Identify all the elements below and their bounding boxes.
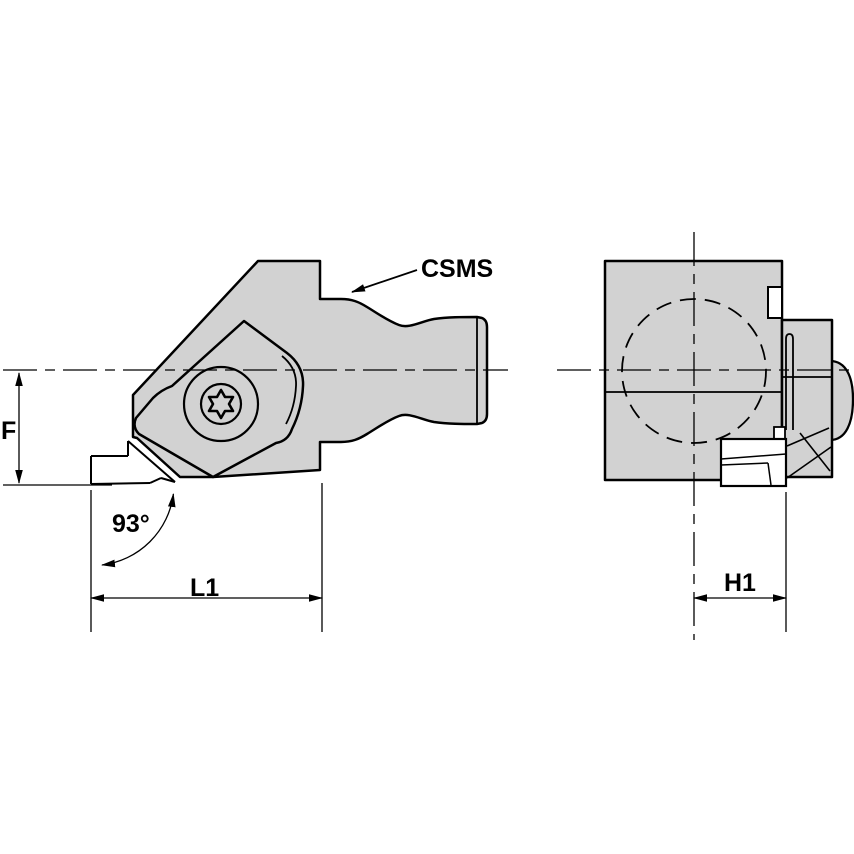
- label-dim-l1: L1: [190, 574, 219, 602]
- clamp-block-side: [780, 318, 834, 479]
- csms-leader-line: [351, 269, 418, 293]
- clamp-screw-dome: [828, 359, 854, 442]
- side-view: [603, 259, 854, 488]
- clamp-inner-contour: [281, 355, 297, 425]
- edge-slot: [767, 286, 783, 319]
- clamp-tab: [773, 426, 786, 440]
- insert-clamp: [133, 319, 305, 479]
- dimensions: [3, 269, 787, 632]
- dim-angle-arc: [101, 493, 176, 568]
- clamp-seat-lines: [786, 427, 832, 479]
- screw-head-circle: [199, 382, 243, 426]
- screw-counterbore-circle: [182, 365, 260, 443]
- insert-end-lines: [720, 453, 787, 486]
- label-csms: CSMS: [421, 255, 493, 283]
- insert-end-view: [719, 437, 788, 488]
- insert-pocket-edges: [90, 440, 176, 485]
- labels: CSMS F 93° L1 H1: [1, 255, 756, 602]
- label-dim-f: F: [1, 417, 16, 445]
- label-dim-h1: H1: [724, 569, 756, 597]
- clamp-slot: [785, 333, 794, 430]
- torx-screw-star-icon: [207, 388, 235, 420]
- front-view: [90, 259, 489, 485]
- label-lead-angle: 93°: [112, 510, 150, 538]
- centerlines: [3, 232, 853, 640]
